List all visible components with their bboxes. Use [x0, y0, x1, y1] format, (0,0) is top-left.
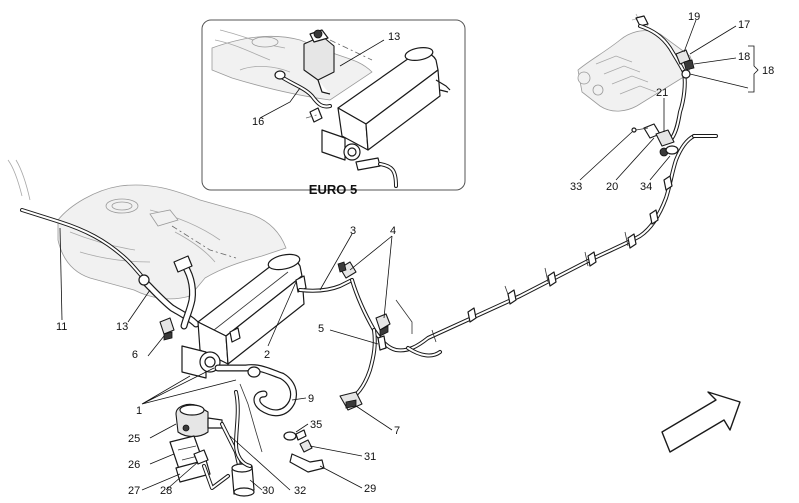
callout-27: 27 [128, 485, 140, 497]
inset-label: EURO 5 [309, 182, 357, 197]
clip-6 [159, 317, 175, 341]
callout-18: 18 [762, 65, 774, 77]
callout-29: 29 [364, 483, 376, 495]
fitting-7 [339, 391, 363, 411]
callout-25: 25 [128, 433, 140, 445]
callout-3: 3 [350, 225, 356, 237]
callout-5: 5 [318, 323, 324, 335]
connector-5 [377, 335, 387, 351]
callout-7: 7 [394, 425, 400, 437]
clip-4 [337, 261, 391, 337]
callout-34: 34 [640, 181, 652, 193]
clamp-35 [283, 429, 307, 441]
callout-13-inset: 16 [252, 116, 264, 128]
clip-31 [299, 439, 313, 453]
callout-11: 11 [56, 321, 67, 333]
direction-arrow-icon [661, 391, 741, 453]
purge-valve-25 [175, 403, 223, 438]
callout-21: 21 [656, 87, 668, 99]
callout-16: 17 [738, 19, 750, 31]
vapour-line [350, 134, 718, 400]
bracket-27 [175, 459, 211, 483]
callout-31: 31 [364, 451, 376, 463]
callout-2: 2 [264, 349, 270, 361]
clip-28 [193, 449, 209, 465]
leader-lines [59, 19, 749, 491]
intake-manifold-ghost [577, 13, 692, 112]
callout-4: 4 [390, 225, 396, 237]
callout-9: 9 [308, 393, 314, 405]
callout-17: 18 [738, 51, 750, 63]
callouts: EURO 5 13 16 6 11 13 2 3 4 5 1 9 7 25 26… [56, 11, 774, 497]
bracket-29 [289, 453, 325, 473]
callout-15: 13 [388, 31, 400, 43]
callout-6: 6 [132, 349, 138, 361]
inset-valve-15 [303, 29, 335, 95]
canister [181, 253, 307, 379]
callout-26: 26 [128, 459, 140, 471]
callout-20: 20 [606, 181, 618, 193]
fuel-tank-ghost [7, 159, 287, 300]
callout-33: 33 [570, 181, 582, 193]
bracket-brace-icon [748, 45, 759, 93]
callout-32: 32 [294, 485, 306, 497]
callout-28: 28 [160, 485, 172, 497]
inset-canister [309, 47, 451, 188]
callout-19: 19 [688, 11, 700, 23]
filter-30 [231, 463, 255, 497]
callout-30: 30 [262, 485, 274, 497]
hose-13 [138, 255, 200, 330]
hose-9 [214, 364, 298, 417]
cluster-20-34 [631, 123, 679, 157]
inset-euro5 [201, 19, 466, 191]
callout-35: 35 [310, 419, 322, 431]
engine-line [638, 24, 695, 140]
callout-13: 13 [116, 321, 128, 333]
callout-1: 1 [136, 405, 142, 417]
